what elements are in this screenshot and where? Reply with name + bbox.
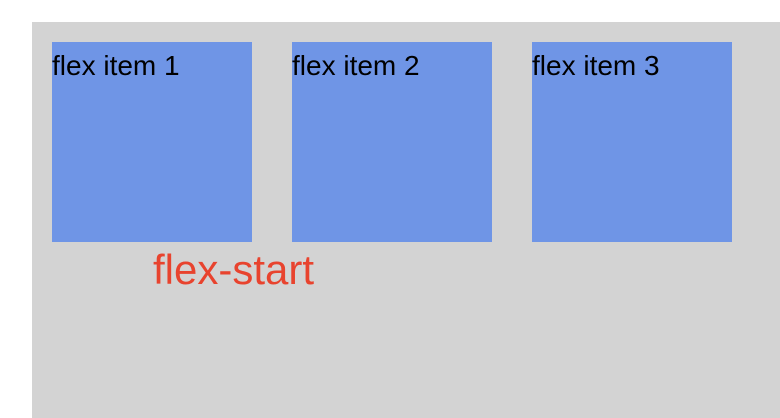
flex-item-3: flex item 3 [532,42,732,242]
flex-item-label: flex item 1 [52,50,180,81]
justify-content-caption: flex-start [153,246,315,293]
flex-item-label: flex item 3 [532,50,660,81]
flex-item-1: flex item 1 [52,42,252,242]
flex-item-2: flex item 2 [292,42,492,242]
flex-item-label: flex item 2 [292,50,420,81]
flex-container: flex item 1 flex item 2 flex item 3 [32,22,780,418]
